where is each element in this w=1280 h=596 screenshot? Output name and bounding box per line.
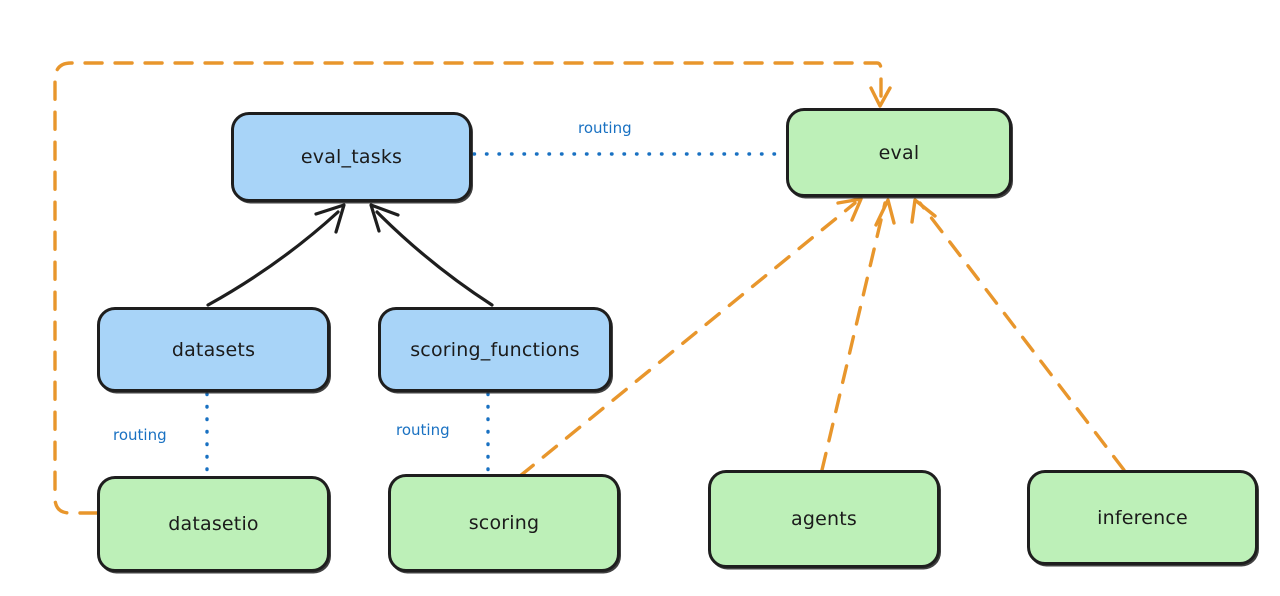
edge-label-text: routing <box>578 119 632 137</box>
node-label: datasetio <box>168 513 259 535</box>
edge-inference-to-eval <box>910 198 1126 472</box>
edge-label-routing-eval: routing <box>578 119 632 137</box>
node-label: datasets <box>171 338 256 361</box>
node-datasets[interactable]: datasets <box>97 307 330 392</box>
edge-label-text: routing <box>113 426 167 444</box>
edge-datasetio-to-eval <box>53 61 892 515</box>
node-eval[interactable]: eval <box>786 108 1012 197</box>
node-label: scoring_functions <box>410 338 580 361</box>
edge-label-routing-datasetio: routing <box>113 426 167 444</box>
node-label: inference <box>1097 506 1188 529</box>
node-label: eval <box>878 141 920 164</box>
node-label: scoring <box>468 512 540 534</box>
node-label: agents <box>791 508 857 530</box>
node-inference[interactable]: inference <box>1027 470 1258 565</box>
node-label: eval_tasks <box>300 146 403 168</box>
edge-label-text: routing <box>396 421 450 439</box>
edge-label-routing-scoring: routing <box>396 421 450 439</box>
edge-scoring_functions-to-eval_tasks <box>369 203 494 307</box>
node-scoring[interactable]: scoring <box>388 474 620 572</box>
node-datasetio[interactable]: datasetio <box>97 476 330 572</box>
edge-datasets-to-eval_tasks <box>206 203 346 307</box>
node-eval-tasks[interactable]: eval_tasks <box>231 112 472 202</box>
edge-scoring-to-eval <box>518 197 863 478</box>
node-agents[interactable]: agents <box>708 470 940 568</box>
edge-agents-to-eval <box>820 198 896 472</box>
node-scoring-functions[interactable]: scoring_functions <box>378 307 612 392</box>
